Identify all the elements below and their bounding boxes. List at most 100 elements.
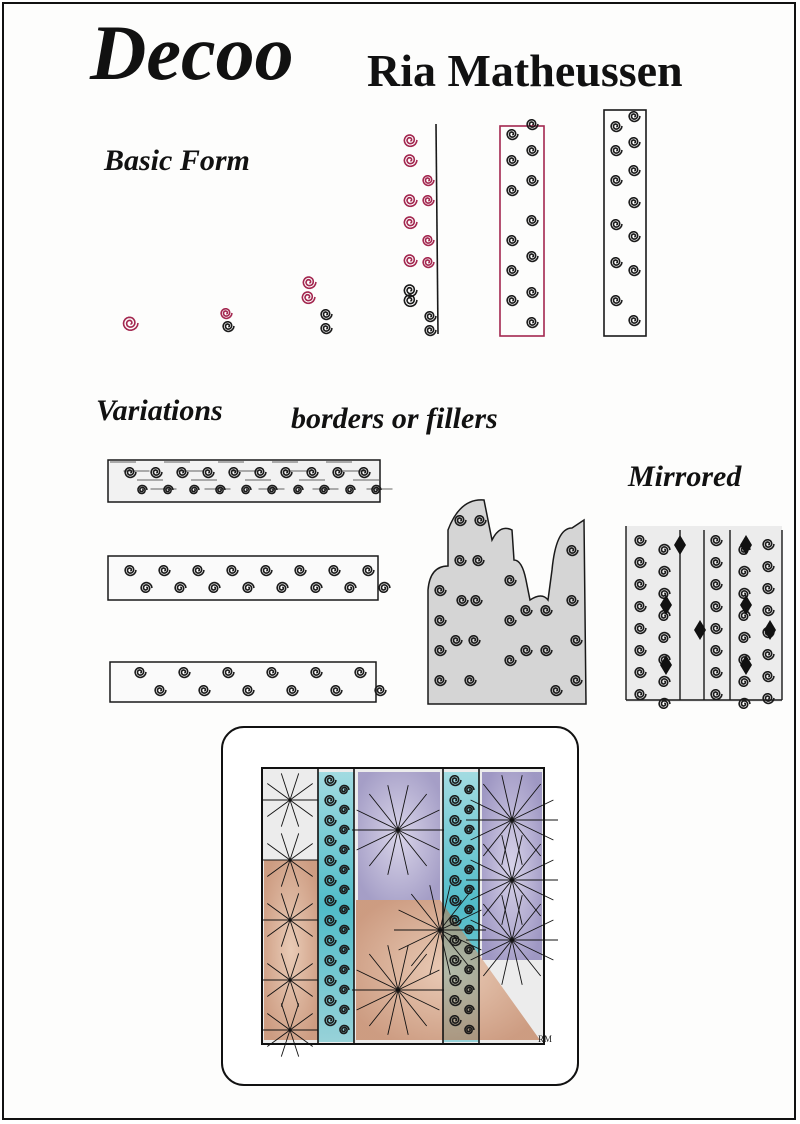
variation-strips [107,459,381,703]
spiral-shape [324,795,337,807]
spiral-shape [241,484,252,495]
spiral-shape [464,1024,475,1035]
spiral-shape [464,824,475,835]
spiral-shape [310,581,323,593]
spiral-shape [506,185,519,197]
ray-line [280,1029,291,1057]
spiral-shape [738,631,751,643]
spiral-shape [456,595,469,607]
spiral-shape [474,515,487,527]
ray-line [356,969,399,991]
ray-line [289,1003,300,1031]
spiral-shape [738,675,751,687]
spiral-shape [324,935,337,947]
spiral-shape [610,175,623,187]
spiral-shape [266,667,279,679]
spiral-shape [634,689,647,701]
spiral-shape [403,194,418,208]
spiral-shape [134,667,147,679]
ray-line [267,903,291,921]
tile-spirals [324,775,475,1035]
ray-line [511,835,523,881]
spiral-shape [449,935,462,947]
spiral-shape [610,145,623,157]
ray-line [289,903,313,921]
spiral-shape [254,467,267,479]
ray-line [470,919,513,941]
ray-line [289,783,313,801]
ray-line [289,843,313,861]
spiral-shape [710,579,723,591]
spiral-shape [710,601,723,613]
spiral-shape [176,467,189,479]
spiral-shape [339,884,350,895]
ray-line [289,833,300,861]
filler-spirals [434,515,583,697]
basic-form-steps [435,109,647,337]
ray-line [439,885,451,931]
ray-line [267,843,291,861]
spiral-shape [628,315,641,327]
spiral-shape [454,555,467,567]
strip-twisted [107,459,381,503]
ray-line [267,963,291,981]
ray-line [387,989,399,1035]
ray-line [501,939,513,985]
spiral-shape [506,155,519,167]
filler-outline [427,499,587,705]
spiral-shape [302,276,317,290]
diamond-shape [740,535,752,555]
ray-line [511,843,542,881]
spiral-shape [628,137,641,149]
spiral-shape [220,308,233,320]
ray-line [397,945,409,991]
ray-line [501,895,513,941]
spiral-shape [526,175,539,187]
spiral-shape [658,565,671,577]
ray-line [289,1013,313,1031]
spiral-shape [371,484,382,495]
spiral-shape [310,667,323,679]
ray-line [470,939,513,961]
spiral-shape [526,145,539,157]
ray-line [501,879,513,925]
spiral-shape [339,784,350,795]
ray-line [289,963,313,981]
spiral-shape [566,595,579,607]
spiral-shape [339,944,350,955]
spiral-shape [464,675,477,687]
spiral-shape [403,254,418,268]
spiral-shape [362,565,375,577]
ray-line [289,1029,300,1057]
ray-line [267,979,291,997]
spiral-shape [449,855,462,867]
spiral-shape [339,1004,350,1015]
section-variations: Variations [96,394,223,427]
strip-waves [109,661,377,703]
spiral-shape [628,111,641,123]
spiral-shape [424,311,437,323]
ray-line [356,809,399,831]
spiral-shape [260,565,273,577]
spiral-shape [122,316,139,332]
ray-line [289,799,313,817]
ray-line [511,775,523,821]
ray-line [429,885,441,931]
ray-line [280,979,291,1007]
spiral-shape [339,864,350,875]
diamond-shape [764,620,776,640]
ray-line [387,785,399,831]
ray-line [280,953,291,981]
ray-line [439,893,470,931]
basic-form-spirals [122,111,641,337]
section-borders: borders or fillers [291,402,498,435]
ray-line [397,793,428,831]
spiral-shape [324,775,337,787]
section-mirrored: Mirrored [628,460,742,493]
spiral-shape [710,535,723,547]
spiral-shape [324,995,337,1007]
mirrored-block [625,526,783,702]
spiral-shape [324,855,337,867]
spiral-shape [449,895,462,907]
ray-line [470,819,513,841]
